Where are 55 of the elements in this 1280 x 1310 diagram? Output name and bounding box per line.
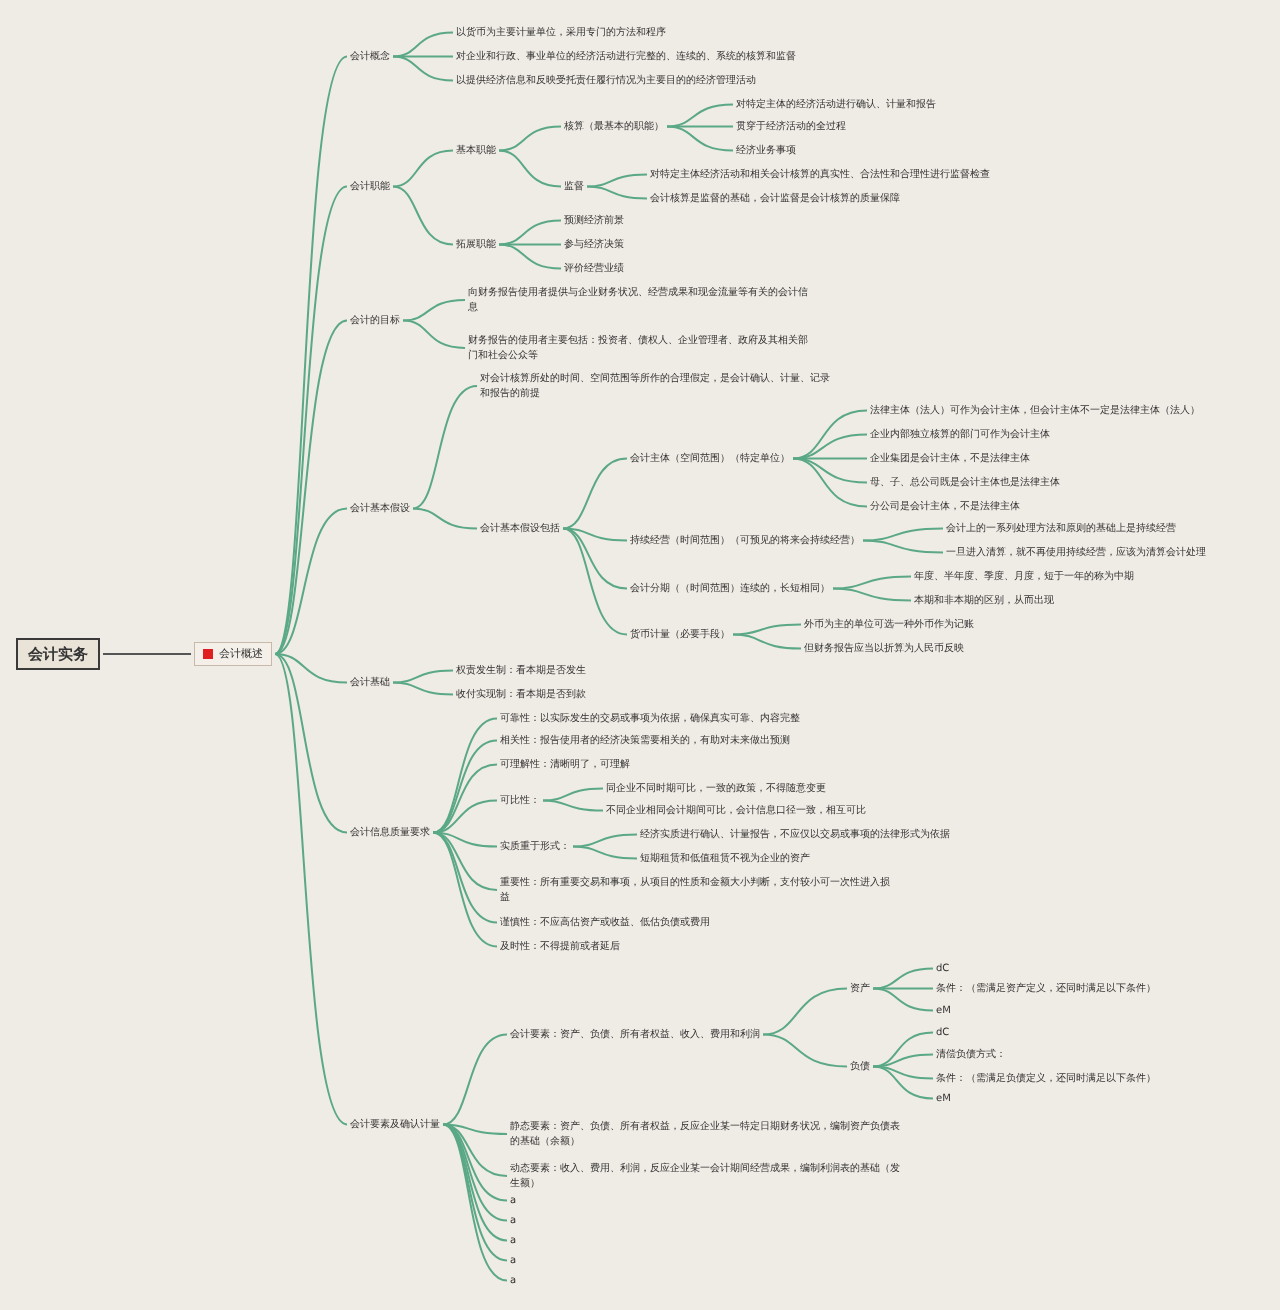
- branch-line: [872, 1053, 934, 1068]
- branch-line: [666, 103, 734, 128]
- branch-line: [542, 787, 604, 802]
- branch-line: [102, 653, 192, 655]
- branch-line: [432, 763, 498, 834]
- branch-line: [498, 149, 562, 188]
- branch-line: [402, 319, 466, 349]
- branch-line: [274, 507, 348, 655]
- branch-line: [392, 55, 454, 82]
- branch-line: [872, 987, 934, 1012]
- branch-line: [432, 717, 498, 834]
- branch-line: [274, 653, 348, 834]
- branch-line: [762, 1033, 848, 1068]
- branch-line: [392, 149, 454, 188]
- branch-line: [732, 633, 802, 650]
- branch-line: [872, 1065, 934, 1100]
- branch-line: [498, 219, 562, 246]
- topic-box: [194, 642, 272, 666]
- branch-line: [432, 831, 498, 948]
- branch-line: [402, 299, 466, 322]
- branch-line: [392, 185, 454, 246]
- branch-line: [392, 31, 454, 58]
- branch-line: [274, 653, 348, 684]
- branch-line: [572, 833, 638, 848]
- branch-line: [562, 527, 628, 636]
- branch-line: [412, 385, 478, 510]
- branch-line: [832, 587, 912, 602]
- branch-line: [392, 669, 454, 684]
- branch-line: [412, 507, 478, 530]
- branch-line: [666, 125, 734, 152]
- branch-line: [792, 457, 868, 508]
- branch-line: [498, 243, 562, 270]
- branch-line: [274, 55, 348, 655]
- branch-line: [862, 539, 944, 554]
- branch-line: [392, 681, 454, 696]
- branch-line: [562, 527, 628, 590]
- branch-line: [586, 185, 648, 200]
- branch-line: [498, 125, 562, 152]
- branch-line: [274, 185, 348, 655]
- branch-line: [432, 739, 498, 834]
- branch-line: [572, 845, 638, 860]
- branch-line: [562, 457, 628, 530]
- branch-line: [586, 173, 648, 188]
- branch-line: [872, 967, 934, 990]
- branch-line: [442, 1033, 508, 1126]
- branch-line: [832, 575, 912, 590]
- branch-line: [274, 653, 348, 1126]
- branch-line: [442, 1123, 508, 1177]
- branch-line: [732, 623, 802, 636]
- branch-line: [792, 433, 868, 460]
- branch-line: [274, 319, 348, 655]
- branch-line: [762, 987, 848, 1036]
- branch-line: [542, 799, 604, 812]
- branch-line: [862, 527, 944, 542]
- branch-line: [432, 799, 498, 834]
